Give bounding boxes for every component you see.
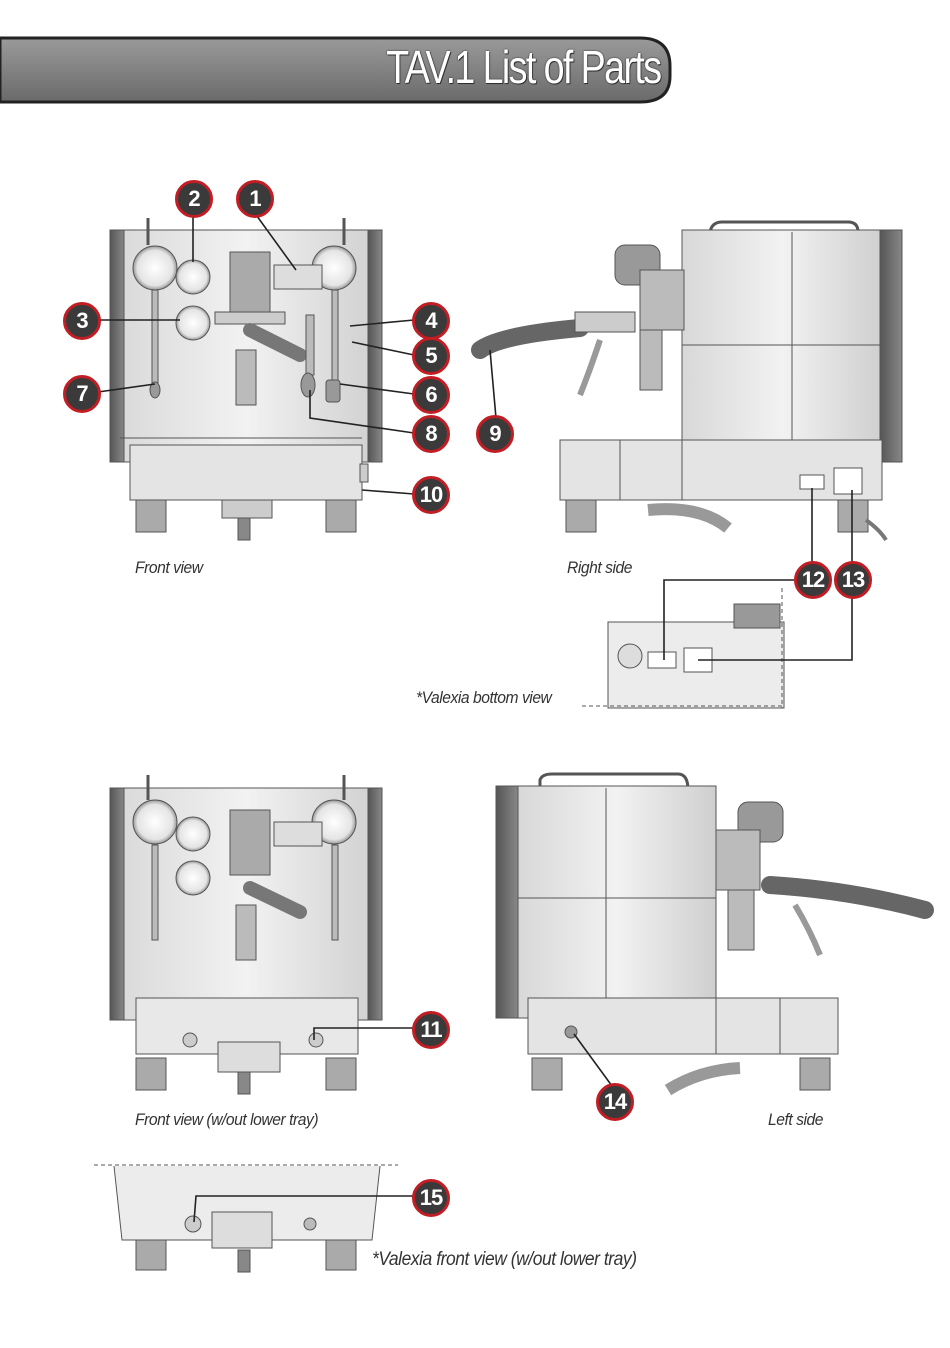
caption-right-side: Right side xyxy=(567,558,632,578)
callout-14: 14 xyxy=(596,1083,634,1121)
callout-5: 5 xyxy=(412,337,450,375)
front-view-no-tray-drawing xyxy=(110,775,382,1094)
callout-10: 10 xyxy=(412,476,450,514)
callout-7: 7 xyxy=(63,375,101,413)
callout-2: 2 xyxy=(175,180,213,218)
callout-1: 1 xyxy=(236,180,274,218)
valexia-bottom-drawing xyxy=(608,588,784,708)
callout-3: 3 xyxy=(63,302,101,340)
right-side-drawing xyxy=(480,222,902,540)
callout-4: 4 xyxy=(412,302,450,340)
callout-13: 13 xyxy=(834,561,872,599)
valexia-front-drawing xyxy=(94,1165,398,1272)
callout-12: 12 xyxy=(794,561,832,599)
caption-valexia-bottom-view: *Valexia bottom view xyxy=(416,688,551,708)
callout-15: 15 xyxy=(412,1179,450,1217)
caption-left-side: Left side xyxy=(768,1110,823,1130)
caption-front-view-no-tray: Front view (w/out lower tray) xyxy=(135,1110,318,1130)
caption-valexia-front-view: *Valexia front view (w/out lower tray) xyxy=(372,1249,637,1271)
callout-9: 9 xyxy=(476,415,514,453)
callout-11: 11 xyxy=(412,1011,450,1049)
caption-front-view: Front view xyxy=(135,558,203,578)
front-view-drawing xyxy=(110,218,382,540)
callout-6: 6 xyxy=(412,376,450,414)
left-side-drawing xyxy=(496,774,925,1090)
callout-8: 8 xyxy=(412,415,450,453)
